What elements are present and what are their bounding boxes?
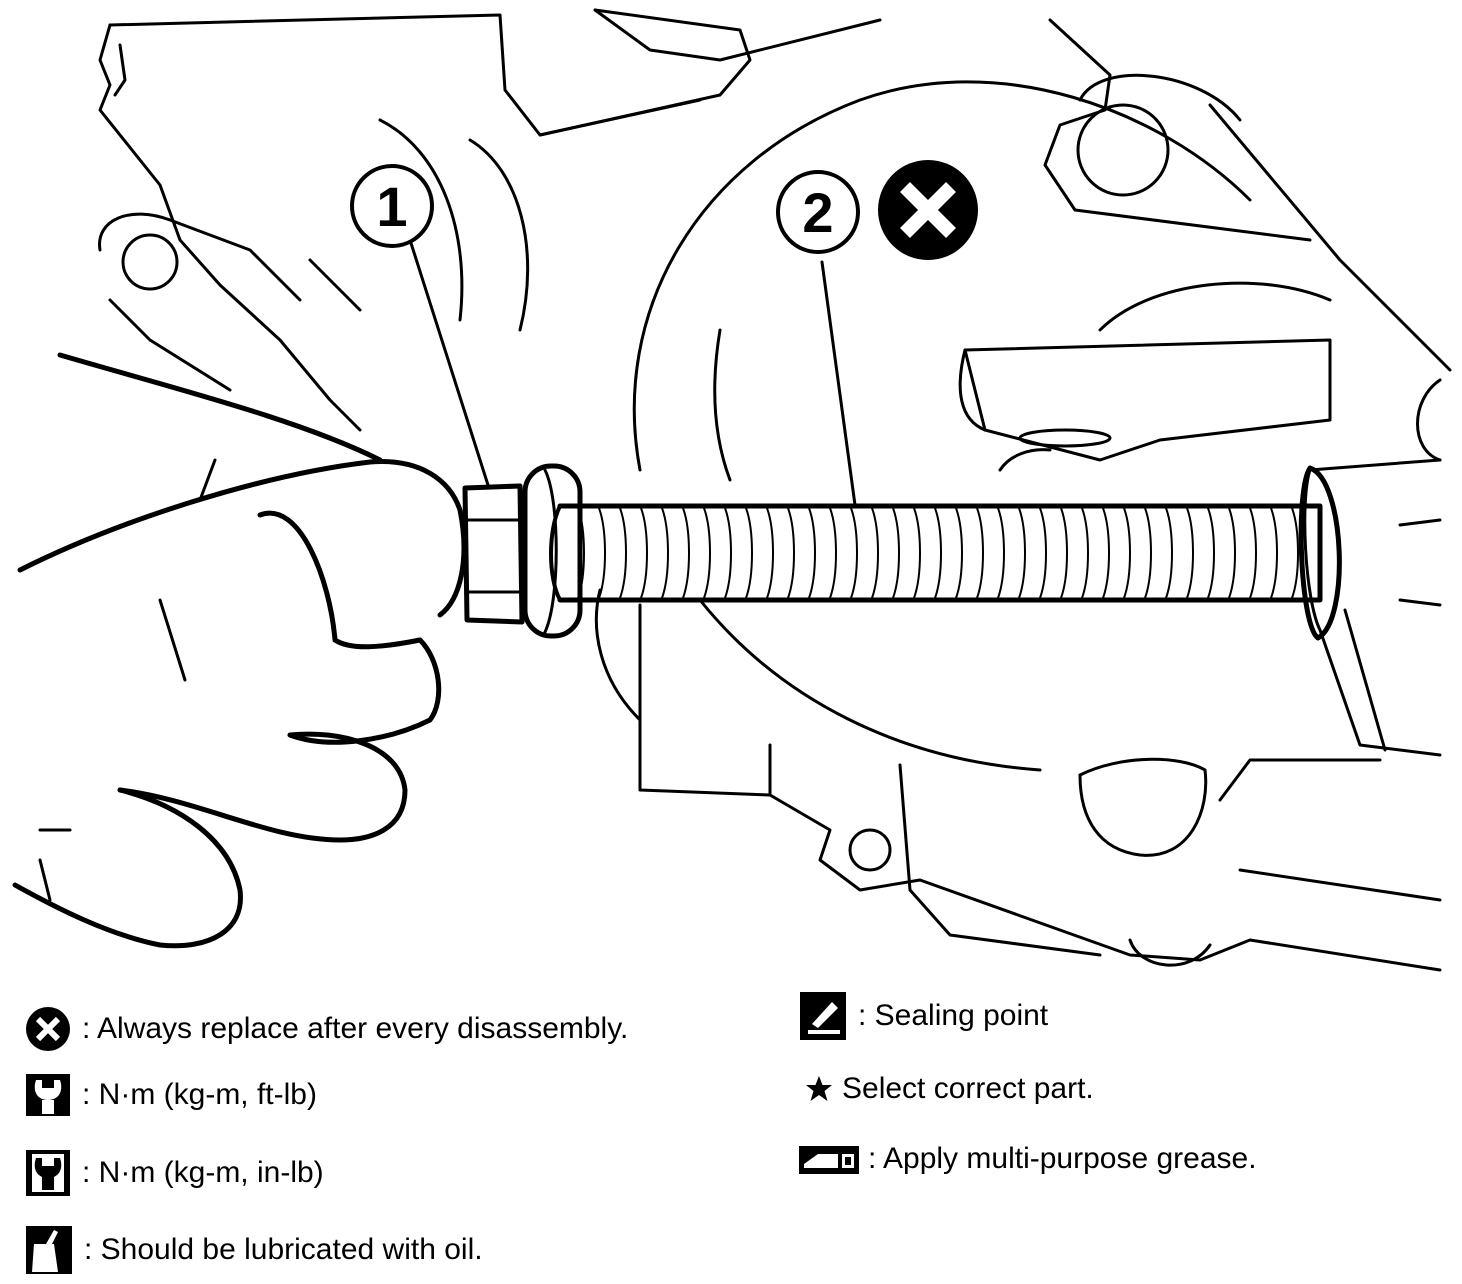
legend-torque-in-text: : N·m (kg-m, in-lb) bbox=[82, 1156, 324, 1189]
thread-line bbox=[892, 507, 900, 599]
oil-can-icon bbox=[26, 1226, 72, 1274]
legend-sealing-text: : Sealing point bbox=[858, 999, 1049, 1032]
thread-line bbox=[997, 507, 1005, 599]
thread-line bbox=[577, 507, 585, 599]
thread-line bbox=[724, 507, 732, 599]
legend-grease: : Apply multi-purpose grease. bbox=[798, 1142, 1257, 1176]
callout-1-label: 1 bbox=[376, 175, 407, 238]
hand bbox=[12, 352, 467, 949]
thread-line bbox=[1123, 507, 1131, 599]
grease-gun-icon bbox=[799, 1146, 859, 1174]
thread-line bbox=[619, 507, 627, 599]
legend-replace: : Always replace after every disassembly… bbox=[24, 1006, 628, 1052]
thread-line bbox=[661, 507, 669, 599]
thread-line bbox=[640, 507, 648, 599]
thread-line bbox=[1249, 507, 1257, 599]
legend-torque-ft-text: : N·m (kg-m, ft-lb) bbox=[82, 1078, 317, 1111]
callout-2: 2 bbox=[776, 170, 860, 254]
thread-line bbox=[1165, 507, 1173, 599]
thread-line bbox=[1102, 507, 1110, 599]
legend-oil-text: : Should be lubricated with oil. bbox=[84, 1233, 483, 1266]
thread-line bbox=[976, 507, 984, 599]
thread-line bbox=[871, 507, 879, 599]
x-circle-icon bbox=[878, 160, 978, 260]
x-circle-icon bbox=[26, 1007, 70, 1051]
bolt-installation-diagram: 1 2 bbox=[12, 8, 1452, 972]
thread-line bbox=[1144, 507, 1152, 599]
round-cover bbox=[594, 80, 1252, 772]
star-icon bbox=[806, 1076, 832, 1101]
housing-casting bbox=[98, 8, 882, 432]
callout-1-leader bbox=[408, 238, 490, 487]
thread-line bbox=[1018, 507, 1026, 599]
thread-line bbox=[808, 507, 816, 599]
callout-1: 1 bbox=[350, 164, 434, 248]
wrench-filled-icon bbox=[26, 1150, 70, 1196]
legend-torque-ft: : N·m (kg-m, ft-lb) bbox=[24, 1072, 317, 1118]
thread-line bbox=[787, 507, 795, 599]
lower-casting bbox=[638, 603, 1442, 972]
right-bracket bbox=[958, 18, 1452, 757]
legend-grease-text: : Apply multi-purpose grease. bbox=[868, 1142, 1257, 1175]
legend-sealing: : Sealing point bbox=[798, 990, 1048, 1042]
bolt-threads bbox=[577, 507, 1299, 599]
thread-line bbox=[913, 507, 921, 599]
thread-line bbox=[850, 507, 858, 599]
sealant-tube-icon bbox=[800, 992, 846, 1040]
callout-2-leader bbox=[820, 260, 857, 507]
thread-line bbox=[1291, 507, 1299, 599]
legend-replace-text: : Always replace after every disassembly… bbox=[82, 1012, 629, 1045]
thread-line bbox=[955, 507, 963, 599]
thread-line bbox=[703, 507, 711, 599]
thread-line bbox=[682, 507, 690, 599]
thread-line bbox=[598, 507, 606, 599]
washer bbox=[522, 463, 583, 639]
legend-torque-in: : N·m (kg-m, in-lb) bbox=[24, 1148, 324, 1198]
thread-line bbox=[745, 507, 753, 599]
callout-2-label: 2 bbox=[802, 181, 833, 244]
bolt-shaft bbox=[549, 465, 1342, 641]
legend-select-text: Select correct part. bbox=[842, 1072, 1094, 1105]
thread-line bbox=[1270, 507, 1278, 599]
legend-select: Select correct part. bbox=[804, 1072, 1094, 1106]
thread-line bbox=[1228, 507, 1236, 599]
bolt-head bbox=[462, 483, 525, 625]
thread-line bbox=[1060, 507, 1068, 599]
thread-line bbox=[1207, 507, 1215, 599]
thread-line bbox=[829, 507, 837, 599]
thread-line bbox=[934, 507, 942, 599]
thread-line bbox=[766, 507, 774, 599]
thread-line bbox=[1081, 507, 1089, 599]
thread-line bbox=[1039, 507, 1047, 599]
legend-oil: : Should be lubricated with oil. bbox=[24, 1224, 483, 1276]
wrench-icon bbox=[26, 1074, 70, 1116]
thread-line bbox=[1186, 507, 1194, 599]
